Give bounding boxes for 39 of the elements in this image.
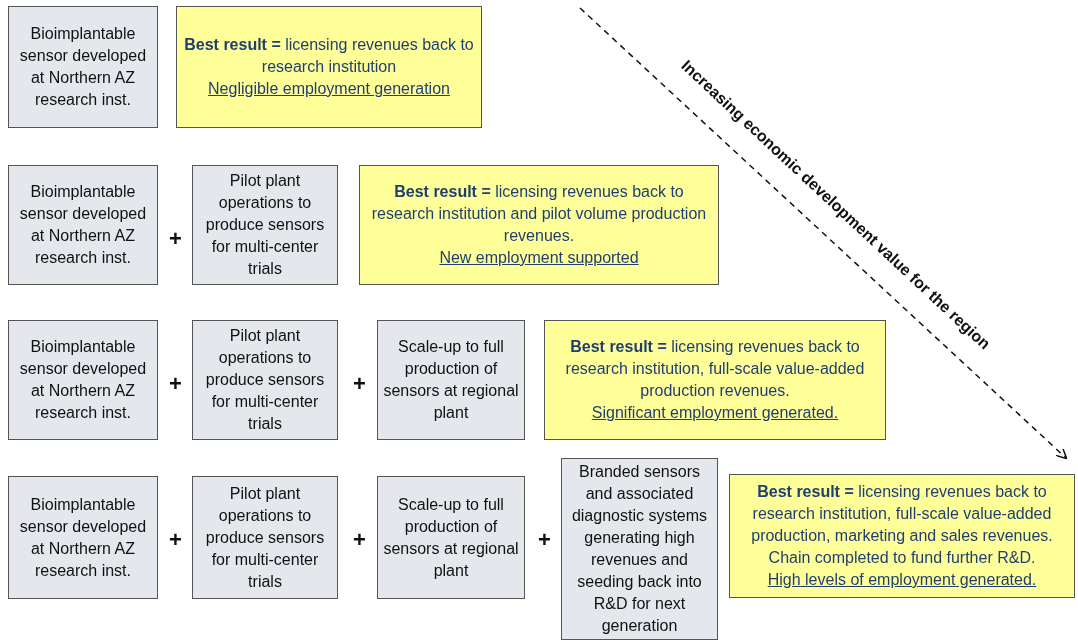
outcome-text: Chain completed to fund further R&D. bbox=[768, 548, 1036, 568]
result-box bbox=[359, 165, 719, 285]
step-text: Scale-up to full production of sensors at regional plant bbox=[382, 337, 520, 423]
process-box bbox=[8, 6, 158, 128]
plus-sign: + bbox=[538, 527, 551, 553]
result-box bbox=[544, 320, 886, 440]
outcome-text: High levels of employment generated. bbox=[767, 570, 1037, 590]
step-text: Pilot plant operations to produce sensors for multi-center trials bbox=[204, 326, 326, 434]
process-box bbox=[192, 476, 338, 599]
process-box bbox=[192, 165, 338, 285]
result-text: Best result = licensing revenues back to research institution bbox=[183, 35, 475, 77]
outcome-text: Significant employment generated. bbox=[591, 403, 839, 423]
outcome-text: New employment supported bbox=[439, 248, 639, 268]
step-text: Bioimplantable sensor developed at Northern AZ research inst. bbox=[18, 182, 148, 268]
result-text: Best result = licensing revenues back to research institution, full-scale value-added production, marketing and sales revenues. bbox=[750, 482, 1054, 546]
step-text: Pilot plant operations to produce sensors for multi-center trials bbox=[204, 483, 326, 592]
step-text: Branded sensors and associated diagnostic systems generating high revenues and seeding back into R&D for next generation bbox=[570, 462, 709, 636]
result-box bbox=[729, 474, 1075, 598]
process-box bbox=[8, 476, 158, 599]
plus-sign: + bbox=[353, 371, 366, 397]
step-text: Bioimplantable sensor developed at Northern AZ research inst. bbox=[18, 24, 148, 110]
process-box bbox=[8, 320, 158, 440]
process-box bbox=[192, 320, 338, 440]
result-text: Best result = licensing revenues back to research institution and pilot volume production revenues. bbox=[370, 182, 708, 246]
step-text: Scale-up to full production of sensors at regional plant bbox=[382, 494, 520, 581]
plus-sign: + bbox=[169, 371, 182, 397]
result-box bbox=[176, 6, 482, 128]
step-text: Pilot plant operations to produce sensors for multi-center trials bbox=[204, 171, 326, 279]
outcome-text: Negligible employment generation bbox=[208, 79, 450, 99]
plus-sign: + bbox=[169, 226, 182, 252]
process-box bbox=[561, 458, 718, 640]
result-text: Best result = licensing revenues back to research institution, full-scale value-added production revenues. bbox=[564, 337, 866, 401]
plus-sign: + bbox=[353, 527, 366, 553]
process-box bbox=[377, 320, 525, 440]
plus-sign: + bbox=[169, 527, 182, 553]
step-text: Bioimplantable sensor developed at Northern AZ research inst. bbox=[18, 337, 148, 423]
process-box bbox=[8, 165, 158, 285]
process-box bbox=[377, 476, 525, 599]
step-text: Bioimplantable sensor developed at Northern AZ research inst. bbox=[18, 494, 148, 581]
